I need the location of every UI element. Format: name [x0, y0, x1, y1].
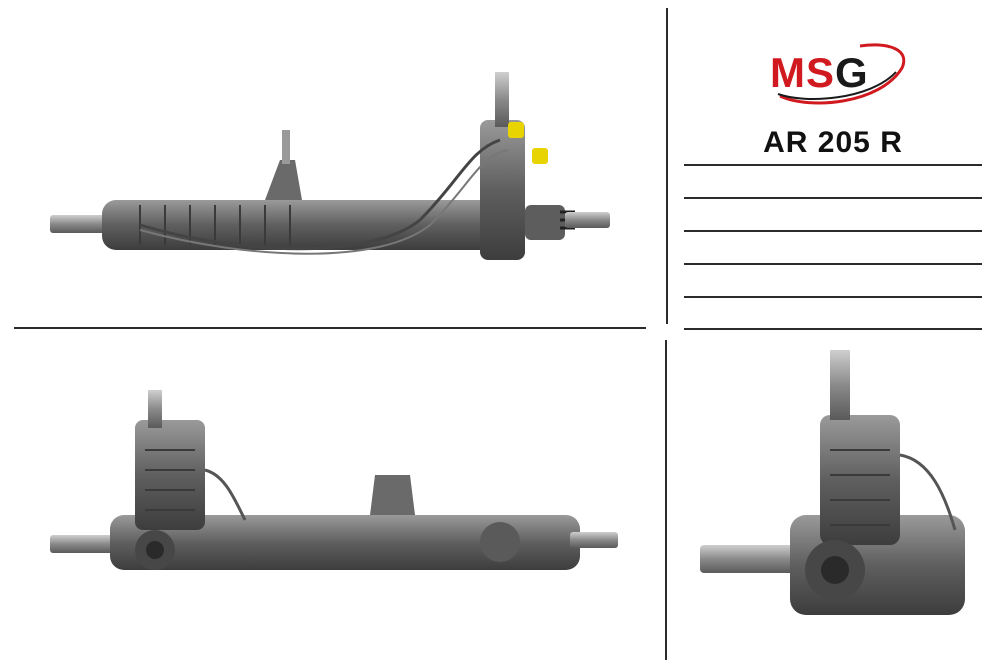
info-line-4 [684, 263, 982, 265]
logo-swoosh-icon [777, 43, 906, 105]
info-line-6 [684, 328, 982, 330]
horizontal-divider [14, 327, 646, 329]
vertical-divider-top [666, 8, 668, 324]
steering-rack-top-image [50, 72, 610, 260]
info-line-5 [684, 296, 982, 298]
part-number: AR 205 R [763, 126, 903, 159]
info-line-2 [684, 197, 982, 199]
info-line-3 [684, 230, 982, 232]
vertical-divider-bottom [665, 340, 667, 660]
steering-rack-detail-image [700, 350, 965, 615]
steering-rack-front-image [50, 390, 618, 570]
msg-logo: MSG [760, 38, 910, 108]
logo-text: MSG [770, 49, 869, 96]
info-line-1 [684, 164, 982, 166]
